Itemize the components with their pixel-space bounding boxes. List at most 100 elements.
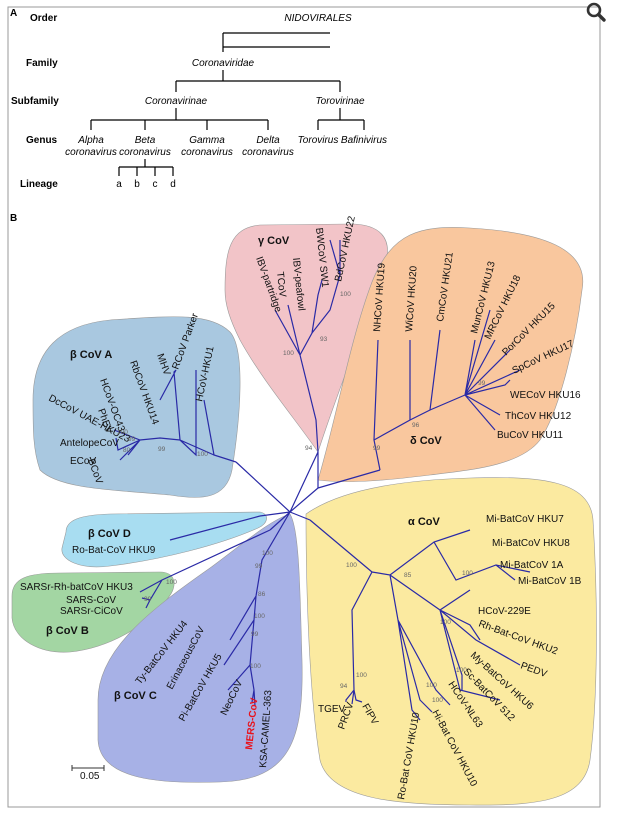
leaf-labels-beta-b: SARSr-Rh-batCoV HKU3 SARS-CoV SARSr-CiCo… xyxy=(20,582,133,617)
bootstrap-value: 94 xyxy=(305,445,313,452)
group-label-beta-b: β CoV B xyxy=(46,625,89,637)
tree-gamma xyxy=(274,239,341,453)
bootstrap-value: 100 xyxy=(440,619,451,626)
family-name: Coronaviridae xyxy=(192,58,255,69)
leaf-thcov-hku12: ThCoV HKU12 xyxy=(505,411,572,422)
panel-b-label: B xyxy=(10,213,17,224)
leaf-antelopecov: AntelopeCoV xyxy=(60,438,119,449)
genus-gamma-1: Gamma xyxy=(189,135,225,146)
group-label-alpha: α CoV xyxy=(408,516,440,528)
leaf-ecov: ECoV xyxy=(70,456,96,467)
bootstrap-value: 85 xyxy=(404,572,412,579)
leaf-sarsr-rh-batcov-hku3: SARSr-Rh-batCoV HKU3 xyxy=(20,582,133,593)
leaf-mi-batcov-hku8: Mi-BatCoV HKU8 xyxy=(492,538,570,549)
bootstrap-value: 100 xyxy=(262,550,273,557)
rank-subfamily: Subfamily xyxy=(11,96,59,107)
genus-alpha-1: Alpha xyxy=(77,135,104,146)
genus-alpha-2: coronavirus xyxy=(65,147,117,158)
genus-delta-2: coronavirus xyxy=(242,147,294,158)
order-bracket xyxy=(222,32,330,52)
scale-bar: 0.05 xyxy=(71,765,105,782)
bootstrap-value: 100 xyxy=(456,667,467,674)
leaf-bucov-hku11: BuCoV HKU11 xyxy=(497,430,563,441)
leaf-sars-cov: SARS-CoV xyxy=(66,595,116,606)
bootstrap-value: 96 xyxy=(412,422,420,429)
bootstrap-value: 100 xyxy=(462,570,473,577)
lineage-c: c xyxy=(153,179,158,190)
genus-torovirus: Torovirus xyxy=(298,135,339,146)
subfamily-coronavirinae: Coronavirinae xyxy=(145,96,208,107)
leaf-mers-cov: MERS-CoV xyxy=(244,697,260,750)
leaf-wicov-hku20: WiCoV HKU20 xyxy=(404,265,420,332)
zoom-button[interactable] xyxy=(585,1,609,25)
bootstrap-value: 100 xyxy=(166,579,177,586)
bootstrap-value: 99 xyxy=(251,631,259,638)
bootstrap-value: 100 xyxy=(426,682,437,689)
bootstrap-value: 80 xyxy=(123,447,131,454)
leaf-tcov: TCoV xyxy=(274,271,288,298)
group-bg-beta-c xyxy=(97,513,303,783)
bootstrap-value: 93 xyxy=(320,336,328,343)
bootstrap-value: 100 xyxy=(117,429,128,436)
scale-bar-line xyxy=(71,765,105,771)
bootstrap-value: 99 xyxy=(158,446,166,453)
tree-beta-a xyxy=(113,369,237,463)
bootstrap-value: 100 xyxy=(197,451,208,458)
lineage-branch xyxy=(118,159,174,176)
leaf-nhcov-hku19: NHCoV HKU19 xyxy=(372,262,388,332)
bootstrap-value: 99 xyxy=(478,380,486,387)
coronavirinae-branch xyxy=(90,108,269,130)
bootstrap-values: 100 93 100 94 99 96 99 99 100 80 100 99 … xyxy=(117,291,486,704)
lineage-a: a xyxy=(116,179,122,190)
tree-alpha xyxy=(345,529,531,721)
leaf-tgev: TGEV xyxy=(318,704,346,715)
leaf-ro-bat-cov-hku9: Ro-Bat-CoV HKU9 xyxy=(72,545,156,556)
group-label-gamma: γ CoV xyxy=(258,235,290,247)
leaf-hcov-229e: HCoV-229E xyxy=(478,606,531,617)
tree-beta-b xyxy=(139,529,271,609)
tree-backbone xyxy=(235,451,381,573)
group-bg-beta-d xyxy=(61,511,267,568)
leaf-mi-batcov-1a: Mi-BatCoV 1A xyxy=(500,560,564,571)
group-bg-beta-a xyxy=(32,316,241,498)
order-name: NIDOVIRALES xyxy=(284,13,352,24)
bootstrap-value: 100 xyxy=(250,663,261,670)
rank-family: Family xyxy=(26,58,58,69)
bootstrap-value: 94 xyxy=(340,683,348,690)
bootstrap-value: 100 xyxy=(432,697,443,704)
genus-gamma-2: coronavirus xyxy=(181,147,233,158)
group-bg-delta xyxy=(317,227,584,482)
bootstrap-value: 100 xyxy=(356,672,367,679)
taxonomy-tree-lines xyxy=(90,32,365,176)
lineage-d: d xyxy=(170,179,176,190)
panel-a-label: A xyxy=(10,8,17,19)
magnifier-icon xyxy=(586,2,606,22)
group-label-delta: δ CoV xyxy=(410,435,442,447)
tree-delta xyxy=(373,309,521,471)
bootstrap-value: 99 xyxy=(128,436,136,443)
tree-beta-c xyxy=(223,511,291,707)
torovirinae-branch xyxy=(317,108,365,130)
leaf-labels-beta-d: Ro-Bat-CoV HKU9 xyxy=(72,545,156,556)
bootstrap-value: 100 xyxy=(283,350,294,357)
family-branch xyxy=(175,70,341,92)
bootstrap-value: 100 xyxy=(346,562,357,569)
bootstrap-value: 86 xyxy=(258,591,266,598)
bootstrap-value: 99 xyxy=(255,563,263,570)
leaf-mi-batcov-hku7: Mi-BatCoV HKU7 xyxy=(486,514,564,525)
subfamily-torovirinae: Torovirinae xyxy=(315,96,365,107)
bootstrap-value: 99 xyxy=(373,445,381,452)
rank-order: Order xyxy=(30,13,57,24)
genus-beta-1: Beta xyxy=(135,135,156,146)
leaf-mi-batcov-1b: Mi-BatCoV 1B xyxy=(518,576,582,587)
figure-border xyxy=(7,6,601,808)
group-label-beta-a: β CoV A xyxy=(70,349,112,361)
bootstrap-value: 99 xyxy=(144,596,152,603)
leaf-wecov-hku16: WECoV HKU16 xyxy=(510,390,581,401)
rank-genus: Genus xyxy=(26,135,58,146)
bootstrap-value: 100 xyxy=(340,291,351,298)
leaf-sarsr-cicov: SARSr-CiCoV xyxy=(60,606,123,617)
group-label-beta-c: β CoV C xyxy=(114,690,157,702)
